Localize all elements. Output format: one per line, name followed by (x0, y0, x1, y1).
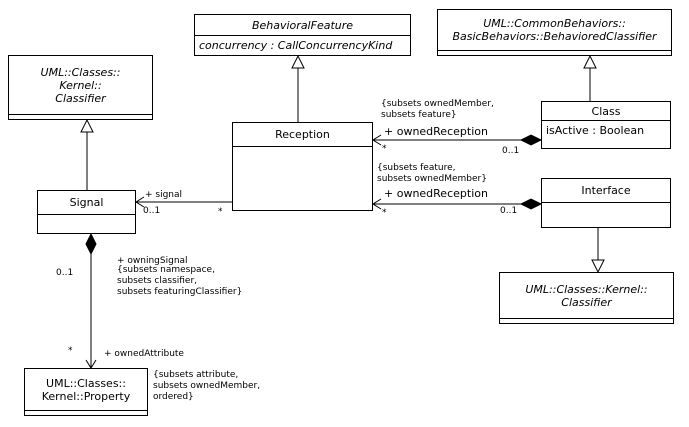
class-reception-constraint: {subsets ownedMember, subsets feature} (381, 99, 494, 120)
interface-reception-constraint: {subsets feature, subsets ownedMember} (377, 163, 487, 184)
name-line: UML::CommonBehaviors:: (483, 17, 626, 30)
reception-multiplicity: * (382, 144, 387, 154)
class-name: Interface (542, 179, 670, 203)
name-line: UML::Classes:: (46, 376, 126, 390)
classifier-top-class: UML::Classes:: Kernel:: Classifier (8, 55, 153, 120)
class-attribute: concurrency : CallConcurrencyKind (199, 39, 393, 52)
open-arrowhead (135, 196, 145, 208)
reception-class: Reception (232, 122, 373, 211)
class-name: UML::Classes:: Kernel::Property (25, 369, 147, 411)
interface-reception-role: + ownedReception (384, 187, 488, 200)
generalization-arrowhead (591, 259, 605, 274)
name-line: BasicBehaviors::BehavioredClassifier (452, 30, 657, 43)
class-class: Class isActive : Boolean (541, 101, 671, 149)
name-line: Kernel:: (59, 78, 102, 92)
owned-attribute-multiplicity: * (68, 346, 73, 356)
owning-signal-constraint: {subsets namespace, subsets classifier, … (117, 265, 243, 297)
behavioral-feature-class: BehavioralFeature concurrency : CallConc… (194, 14, 411, 56)
class-name: Signal (38, 191, 135, 215)
class-name: UML::Classes:: Kernel:: Classifier (9, 56, 152, 115)
generalization-arrowhead (80, 118, 94, 133)
owned-attribute-role: + ownedAttribute (104, 349, 184, 359)
name-line: Classifier (561, 295, 612, 309)
name-line: Classifier (55, 91, 106, 105)
composition-diamond (519, 134, 543, 146)
signal-role: + signal (145, 190, 183, 200)
name-line: UML::Classes:: (40, 65, 121, 79)
generalization-arrowhead (291, 54, 305, 69)
owning-signal-multiplicity: 0..1 (56, 268, 74, 278)
class-multiplicity: 0..1 (502, 146, 520, 156)
open-arrowhead (372, 198, 382, 210)
class-name: UML::Classes::Kernel:: Classifier (500, 273, 673, 319)
class-reception-role: + ownedReception (384, 125, 488, 138)
signal-class: Signal (37, 190, 136, 234)
composition-diamond (519, 198, 543, 210)
signal-multiplicity: 0..1 (143, 206, 161, 216)
class-attribute: isActive : Boolean (546, 124, 645, 137)
reception-multiplicity: * (382, 208, 387, 218)
interface-class: Interface (541, 178, 671, 228)
reception-multiplicity: * (218, 207, 223, 217)
class-name: BehavioralFeature (195, 15, 410, 36)
open-arrowhead (372, 134, 382, 146)
interface-multiplicity: 0..1 (500, 206, 518, 216)
class-name: Reception (233, 123, 372, 147)
name-line: Kernel::Property (41, 389, 131, 403)
owned-attribute-constraint: {subsets attribute, subsets ownedMember,… (153, 370, 261, 402)
class-name: UML::CommonBehaviors:: BasicBehaviors::B… (438, 10, 671, 51)
generalization-arrowhead (583, 54, 597, 69)
property-class: UML::Classes:: Kernel::Property (24, 368, 148, 416)
classifier-bottom-class: UML::Classes::Kernel:: Classifier (499, 272, 674, 324)
behaviored-classifier-class: UML::CommonBehaviors:: BasicBehaviors::B… (437, 9, 672, 56)
owning-signal-role: + owningSignal (117, 256, 188, 266)
class-name: Class (542, 102, 670, 121)
composition-diamond (85, 232, 97, 256)
name-line: UML::Classes::Kernel:: (525, 282, 648, 296)
